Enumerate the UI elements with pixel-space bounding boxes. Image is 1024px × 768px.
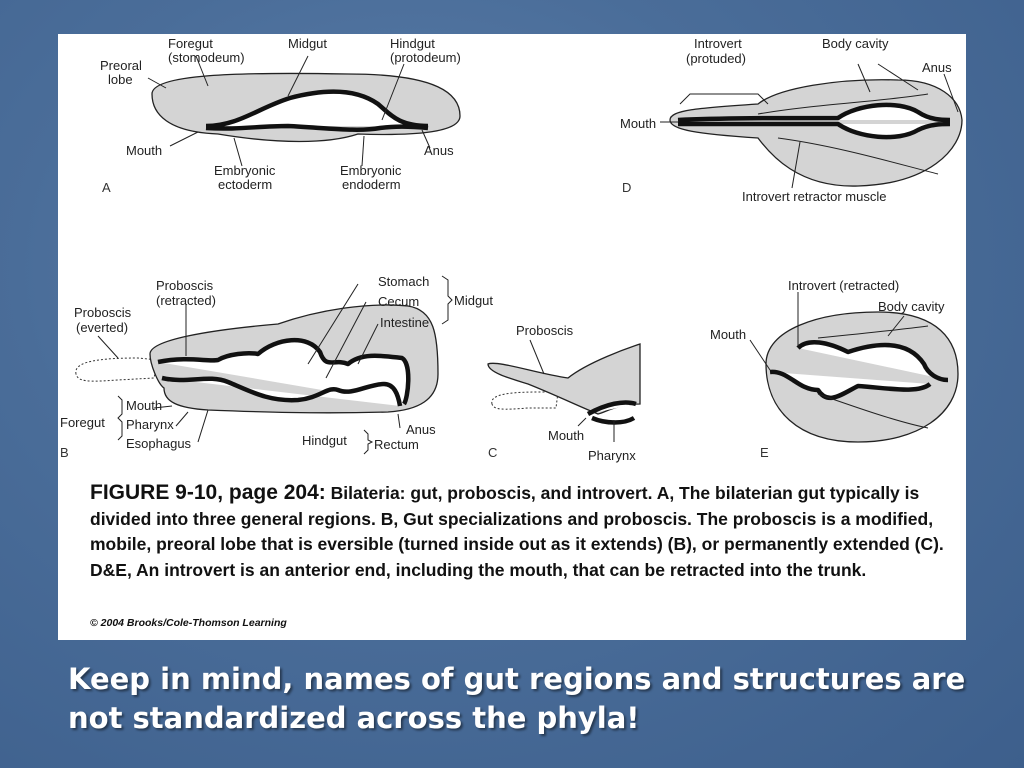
figure-diagram: .body { fill: #d4d4d4; stroke: #222; str…	[60, 36, 963, 463]
label-d-retractor: Introvert retractor muscle	[742, 189, 887, 204]
label-c-proboscis: Proboscis	[516, 323, 574, 338]
figure-id: FIGURE 9-10, page 204:	[90, 481, 326, 504]
panel-letter-d: D	[622, 180, 631, 195]
panel-c-proboscis-outline	[491, 391, 559, 410]
label-a-mouth: Mouth	[126, 143, 162, 158]
label-b-foregut: Foregut	[60, 415, 105, 430]
label-d-body-cavity: Body cavity	[822, 36, 889, 51]
label-b-proboscis-retracted-1: Proboscis	[156, 278, 214, 293]
label-d-introvert: Introvert	[694, 36, 742, 51]
label-a-embryonic-ecto-2: ectoderm	[218, 177, 272, 192]
label-a-protodeum: (protodeum)	[390, 50, 461, 65]
label-b-proboscis-retracted-2: (retracted)	[156, 293, 216, 308]
figure-panel: .body { fill: #d4d4d4; stroke: #222; str…	[58, 34, 966, 640]
panel-d: Introvert (protuded) Body cavity Anus Mo…	[620, 36, 963, 204]
label-d-anus: Anus	[922, 60, 952, 75]
label-b-anus: Anus	[406, 422, 436, 437]
label-a-embryonic-ecto-1: Embryonic	[214, 163, 276, 178]
label-e-mouth: Mouth	[710, 327, 746, 342]
panel-e: Introvert (retracted) Body cavity Mouth …	[710, 278, 959, 460]
panel-b-gut	[157, 337, 411, 407]
label-c-pharynx: Pharynx	[588, 448, 636, 463]
label-b-pharynx: Pharynx	[126, 417, 174, 432]
label-b-intestine: Intestine	[380, 315, 429, 330]
panel-d-gut	[677, 102, 951, 140]
label-a-foregut: Foregut	[168, 36, 213, 51]
label-b-cecum: Cecum	[378, 294, 419, 309]
label-b-proboscis-everted-1: Proboscis	[74, 305, 132, 320]
label-b-mouth: Mouth	[126, 398, 162, 413]
label-b-proboscis-everted-2: (everted)	[76, 320, 128, 335]
panel-b-everted-proboscis	[75, 357, 159, 382]
panel-letter-c: C	[488, 445, 497, 460]
figure-caption: FIGURE 9-10, page 204: Bilateria: gut, p…	[90, 480, 950, 583]
panel-a: Foregut (stomodeum) Midgut Hindgut (prot…	[100, 36, 461, 195]
label-a-lobe: lobe	[108, 72, 133, 87]
label-e-body-cavity: Body cavity	[878, 299, 945, 314]
label-a-embryonic-endo-2: endoderm	[342, 177, 401, 192]
label-d-protuded: (protuded)	[686, 51, 746, 66]
label-d-mouth: Mouth	[620, 116, 656, 131]
panel-e-gut	[769, 339, 949, 401]
label-b-midgut: Midgut	[454, 293, 493, 308]
label-b-hindgut: Hindgut	[302, 433, 347, 448]
label-a-hindgut: Hindgut	[390, 36, 435, 51]
label-a-preoral: Preoral	[100, 58, 142, 73]
slide-footnote: Keep in mind, names of gut regions and s…	[68, 662, 966, 735]
copyright: © 2004 Brooks/Cole-Thomson Learning	[90, 617, 287, 629]
label-a-anus: Anus	[424, 143, 454, 158]
label-b-esophagus: Esophagus	[126, 436, 192, 451]
label-e-introvert-retracted: Introvert (retracted)	[788, 278, 899, 293]
label-b-rectum: Rectum	[374, 437, 419, 452]
label-a-midgut: Midgut	[288, 36, 327, 51]
panel-c: Proboscis Mouth Pharynx C	[487, 323, 641, 463]
label-a-embryonic-endo-1: Embryonic	[340, 163, 402, 178]
label-c-mouth: Mouth	[548, 428, 584, 443]
label-b-stomach: Stomach	[378, 274, 429, 289]
panel-a-gut	[205, 89, 429, 132]
panel-letter-b: B	[60, 445, 69, 460]
panel-letter-e: E	[760, 445, 769, 460]
figure-caption-text: Bilateria: gut, proboscis, and introvert…	[90, 483, 944, 580]
label-a-stomodeum: (stomodeum)	[168, 50, 245, 65]
panel-b: Proboscis (retracted) Proboscis (everted…	[60, 274, 493, 460]
panel-letter-a: A	[102, 180, 111, 195]
